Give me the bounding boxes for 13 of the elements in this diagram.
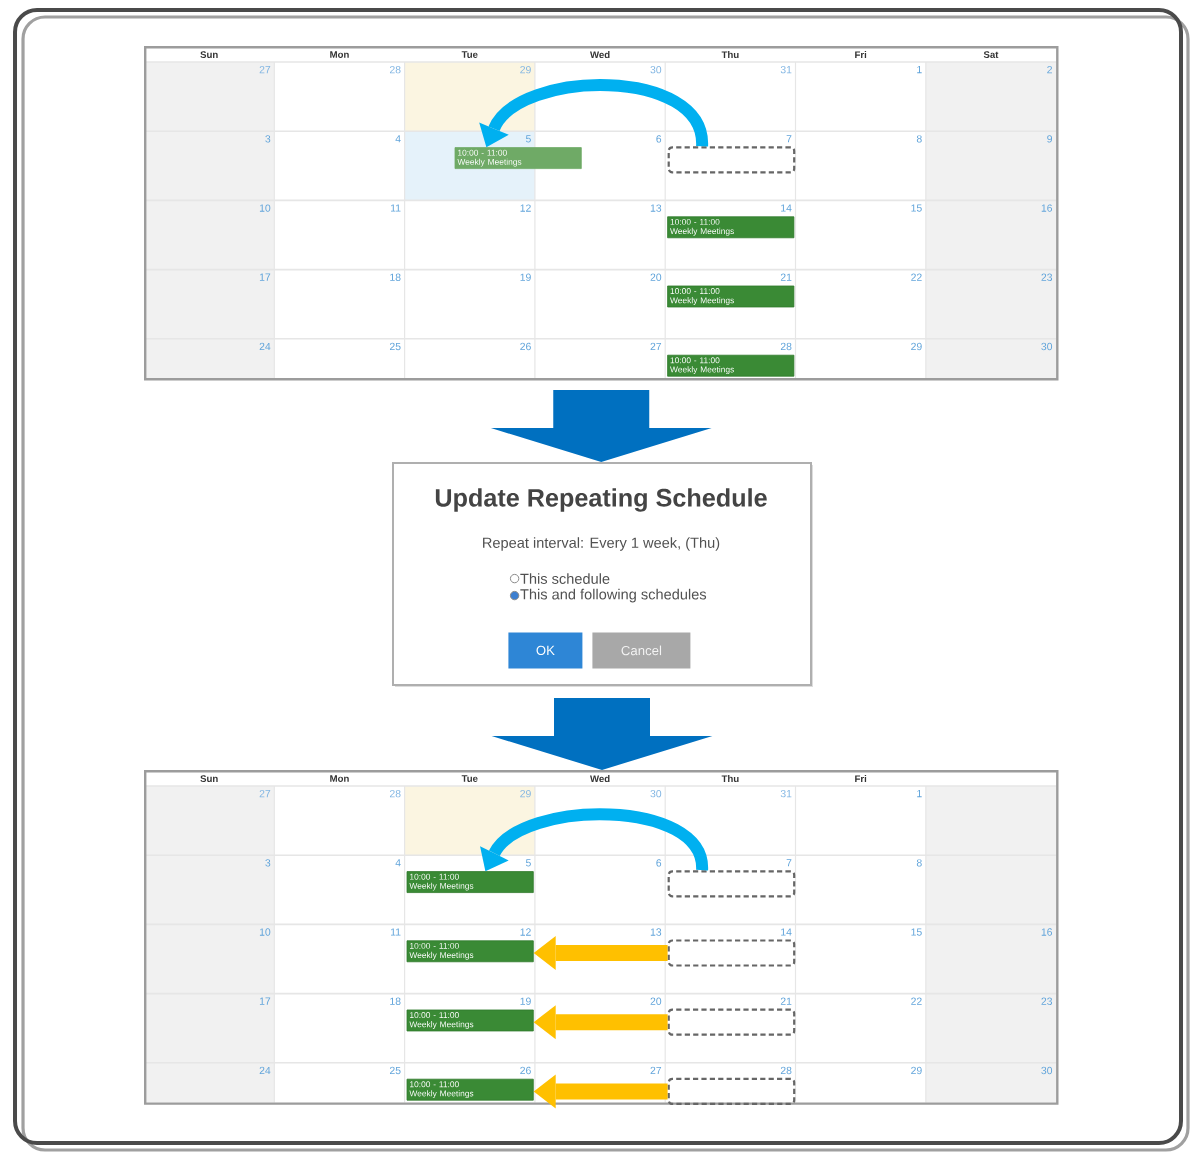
block-arrow [491, 698, 713, 770]
block-arrow [490, 390, 712, 462]
curved-arrow [479, 79, 709, 148]
block-arrow [533, 936, 668, 970]
dashed-box [667, 146, 796, 174]
block-arrow [533, 1005, 668, 1040]
curved-arrow [480, 808, 708, 872]
dashed-box [667, 1077, 796, 1105]
dashed-box [667, 870, 796, 898]
dialog-title: Update Repeating Schedule [435, 488, 767, 512]
dashed-box [667, 939, 796, 967]
dashed-box [667, 1008, 796, 1036]
block-arrow [533, 1074, 668, 1109]
